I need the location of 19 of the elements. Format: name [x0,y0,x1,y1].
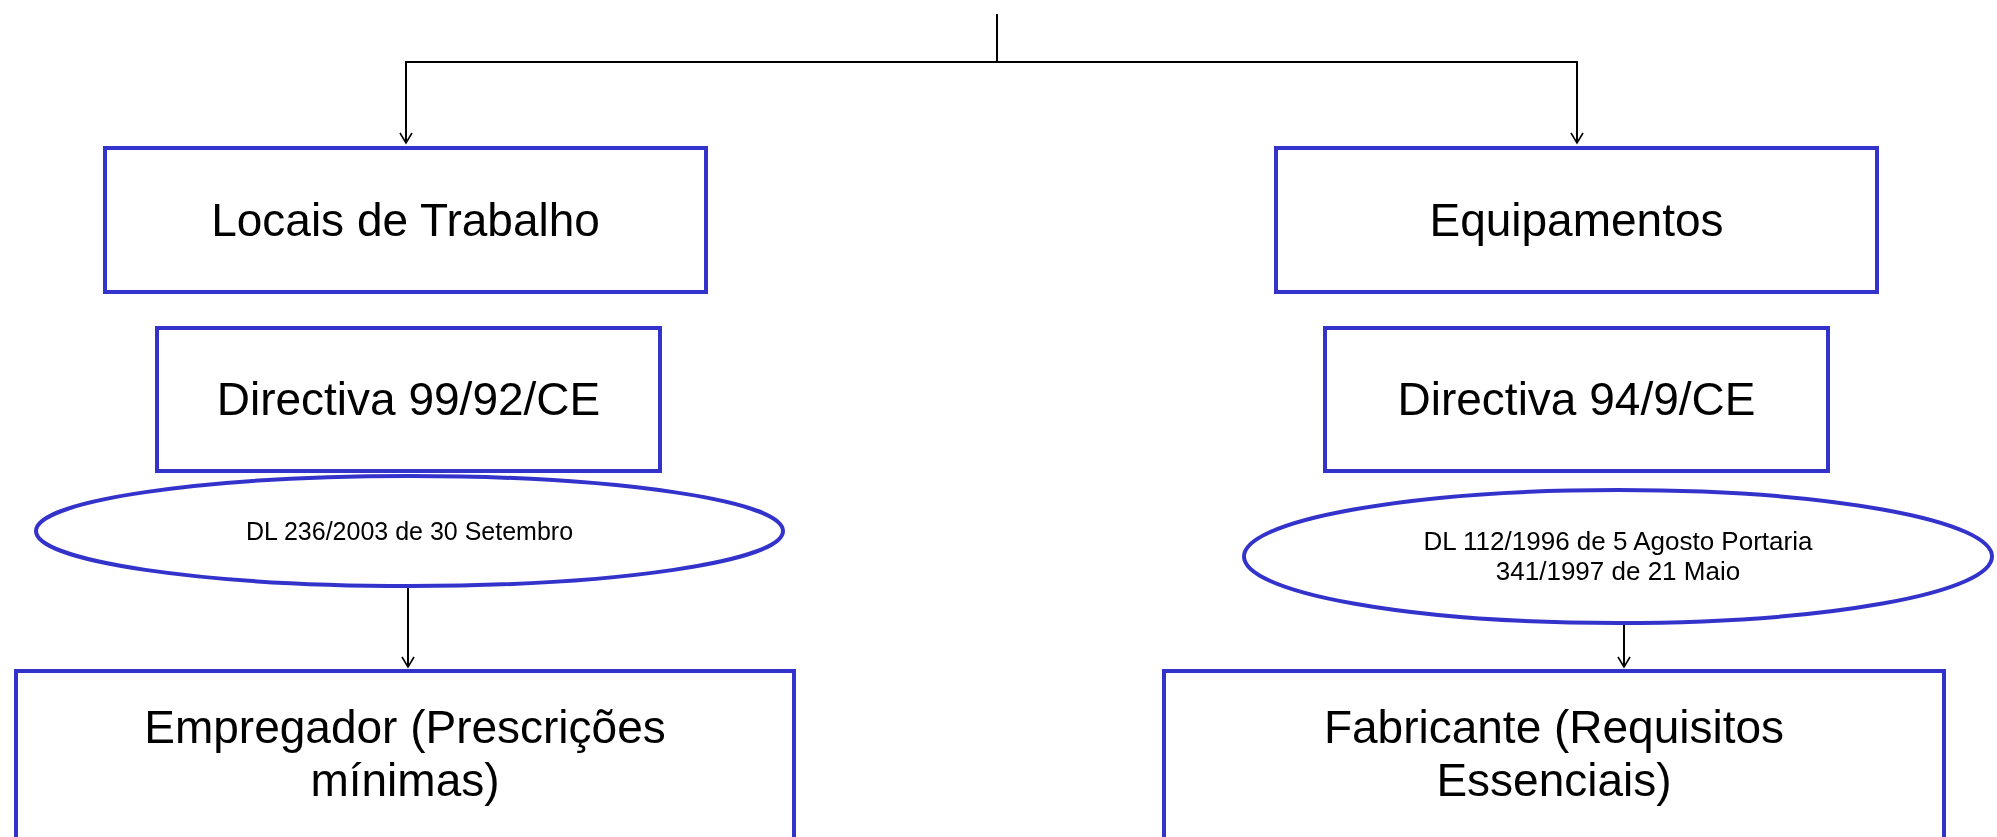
arrow [401,587,415,668]
process-box [155,326,662,473]
node-label: DL 236/2003 de 30 Setembro [245,516,574,546]
node-label: Locais de Trabalho [211,193,600,247]
process-box [14,669,796,837]
process-box [1162,669,1946,837]
node-label: Equipamentos [1429,193,1724,247]
process-box [103,146,708,294]
arrow [1617,624,1631,668]
node-label: Fabricante (Requisitos Essenciais) [1322,701,1786,807]
ellipse-node [1242,488,1994,625]
ellipse-node [34,474,785,588]
arrow [996,13,1584,144]
node-label: Directiva 94/9/CE [1397,373,1756,426]
process-box [1274,146,1879,294]
node-label: Empregador (Prescrições mínimas) [143,701,667,807]
process-box [1323,326,1830,473]
node-label: DL 112/1996 de 5 Agosto Portaria 341/1997 de 21 Maio [1422,526,1814,587]
node-label: Directiva 99/92/CE [216,373,601,426]
